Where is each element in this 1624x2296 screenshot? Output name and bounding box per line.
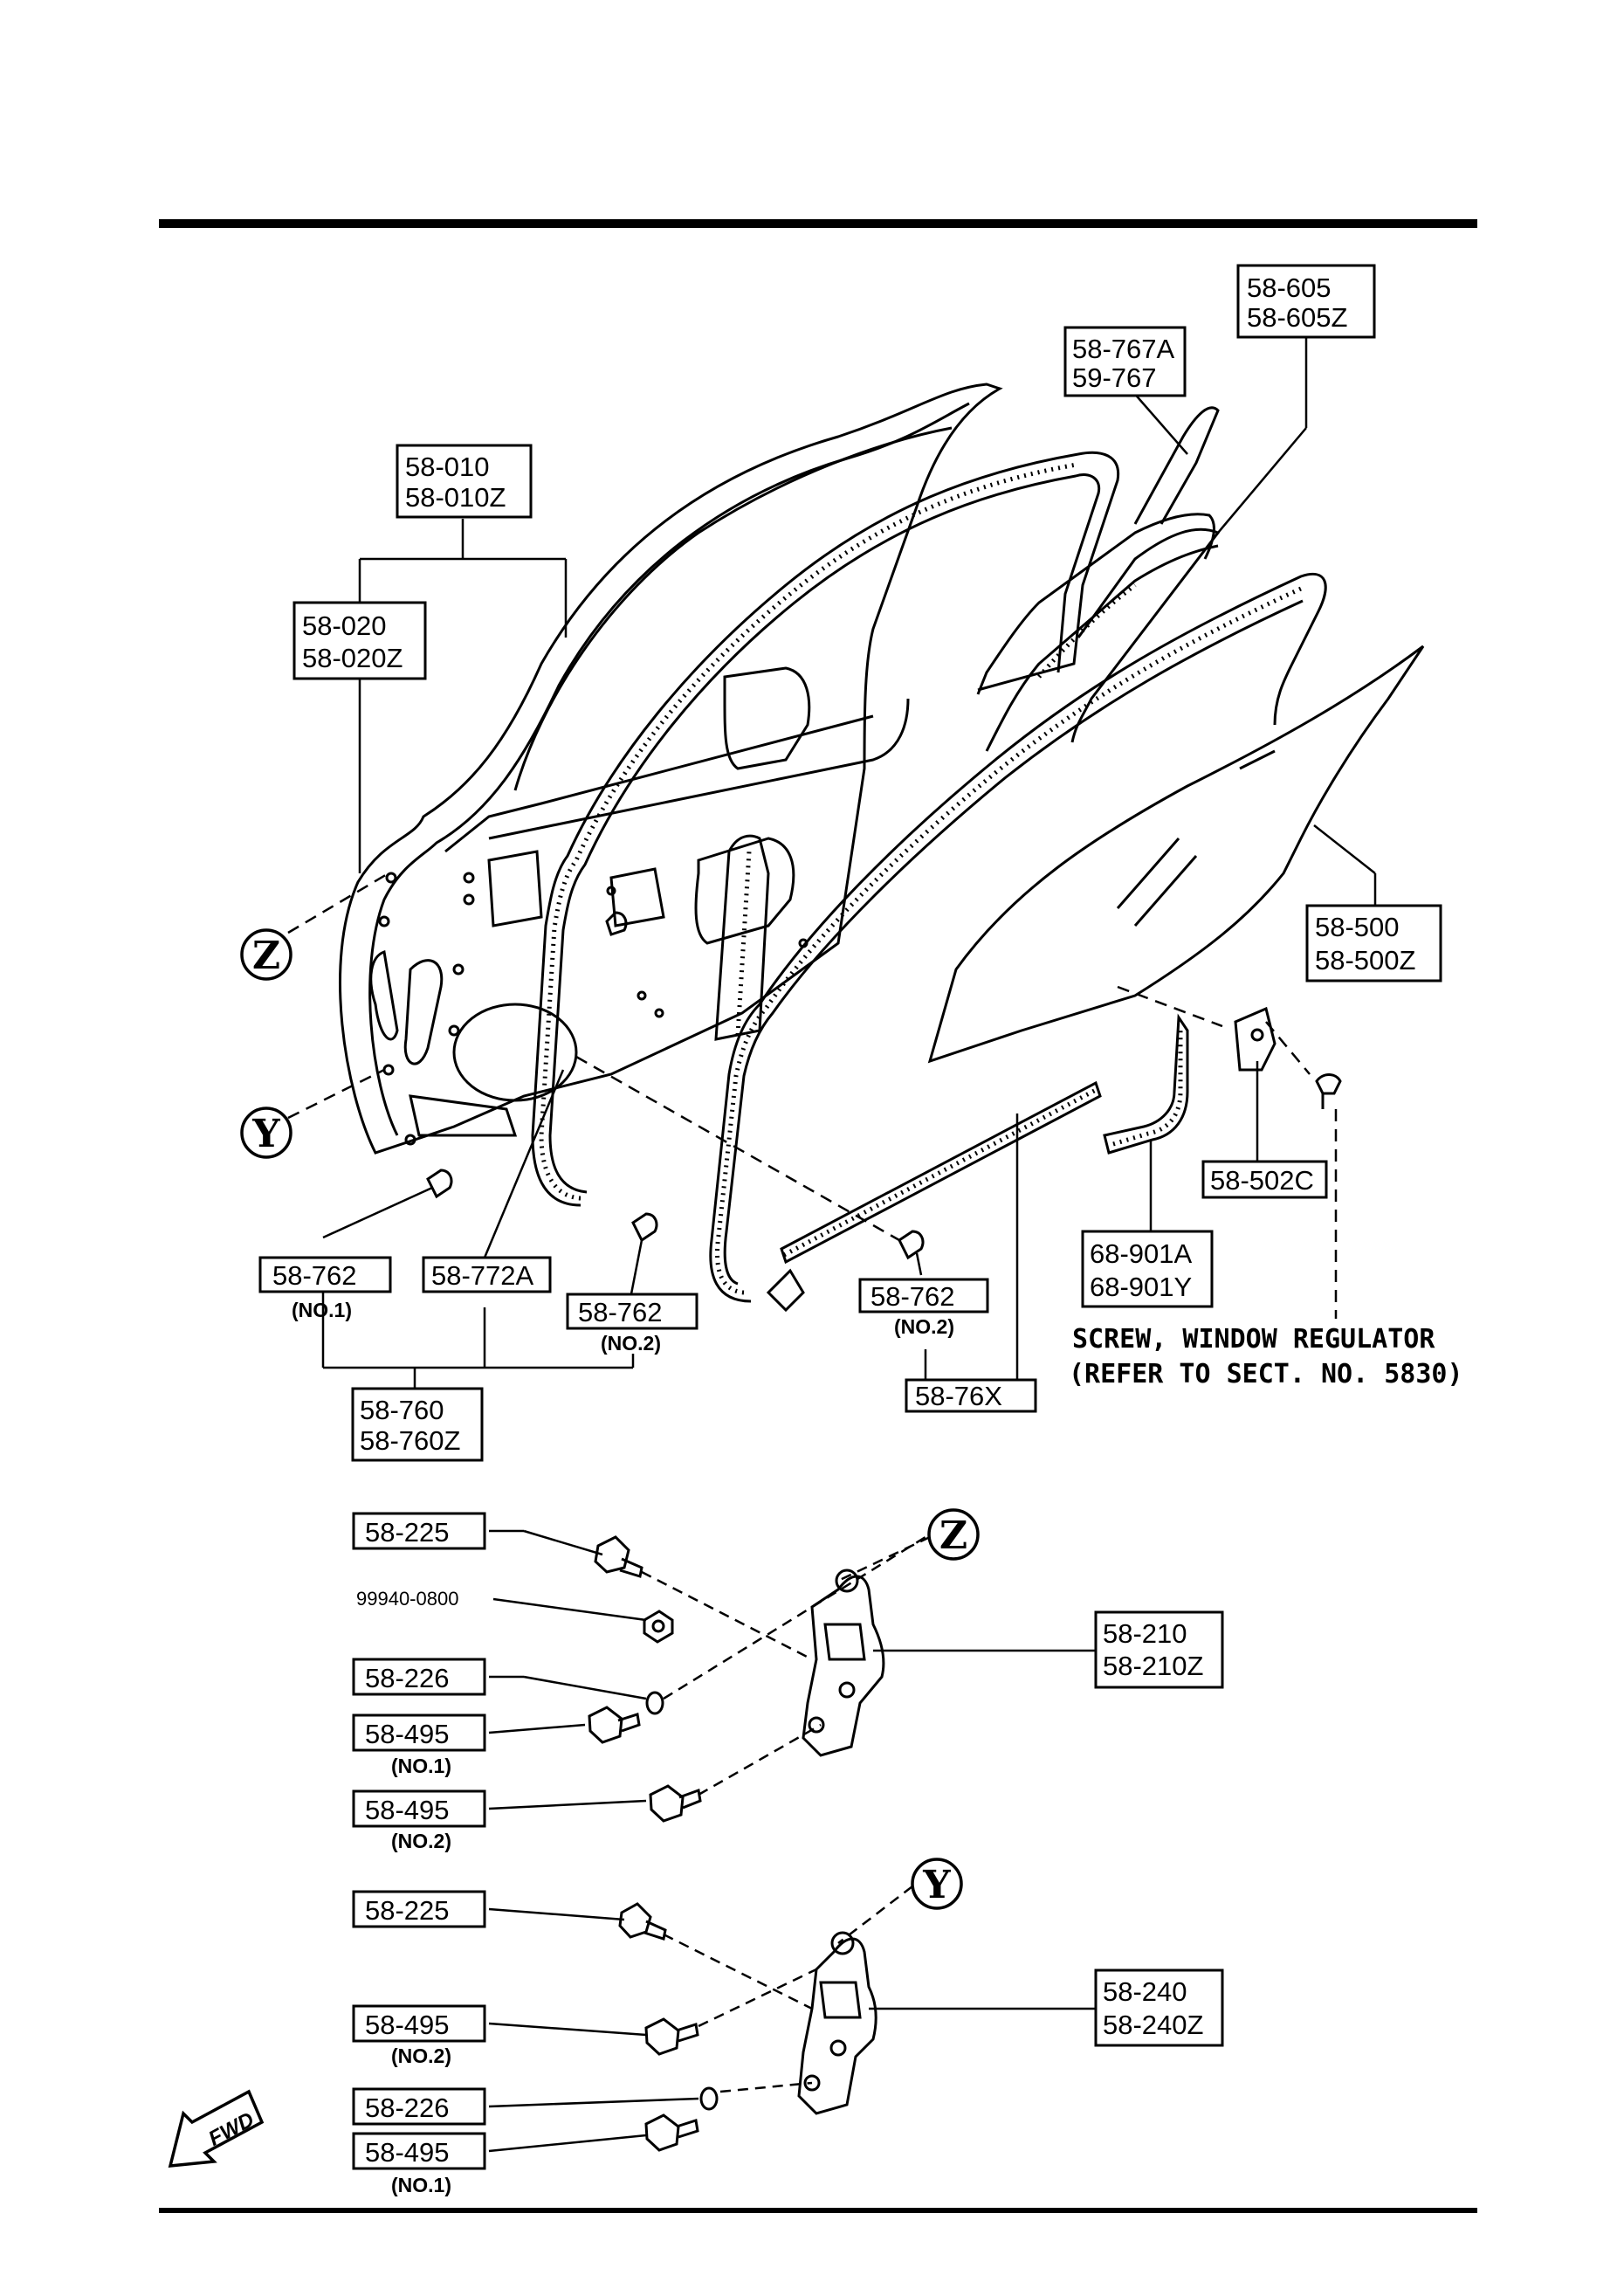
reference-callouts: Z Y Z Y [240, 928, 980, 1910]
label-58-210z: 58-210Z [1103, 1651, 1203, 1681]
label-58-240: 58-240 [1103, 1976, 1187, 2007]
label-58-500: 58-500 [1315, 912, 1400, 942]
leader-lines [321, 323, 1377, 1389]
callout-z-lower: Z [939, 1513, 967, 1558]
hinge-upper-dashed [641, 1535, 931, 1796]
label-58-495-upper-no2: 58-495 [365, 1795, 450, 1825]
label-58-495-lower-no1: 58-495 [365, 2137, 450, 2168]
label-68-901a: 68-901A [1090, 1238, 1193, 1269]
part-labels: 58-605 58-605Z 58-767A 59-767 58-010 58-… [272, 272, 1463, 2196]
label-58-210: 58-210 [1103, 1618, 1187, 1649]
label-58-762-no2-left: 58-762 [578, 1297, 663, 1327]
label-58-767a: 58-767A [1072, 334, 1175, 364]
callout-y-upper: Y [251, 1112, 280, 1156]
sublabel-58-762-no2-left: (NO.2) [601, 1332, 661, 1355]
door-assembly-drawing [339, 383, 1425, 1313]
label-58-226-lower: 58-226 [365, 2093, 450, 2123]
weatherstrip-texture [539, 462, 1303, 1295]
label-58-226-upper: 58-226 [365, 1663, 450, 1693]
label-99940-0800: 99940-0800 [356, 1588, 458, 1610]
label-58-605z: 58-605Z [1247, 302, 1347, 333]
hinge-lower-dashed [663, 1886, 913, 2093]
label-58-762-no1: 58-762 [272, 1260, 357, 1291]
label-58-225-lower: 58-225 [365, 1895, 450, 1926]
sublabel-58-762-no2-right: (NO.2) [894, 1315, 954, 1338]
sublabel-58-495-upper-no1: (NO.1) [391, 1755, 451, 1777]
label-58-760z: 58-760Z [360, 1425, 460, 1456]
hinge-lower-drawing [618, 1902, 877, 2152]
callout-z-upper-circle [240, 928, 292, 981]
callout-z-upper: Z [252, 934, 280, 978]
callout-y-lower-circle [911, 1858, 963, 1910]
dashed-lines [287, 872, 1338, 1319]
label-58-772a: 58-772A [431, 1260, 534, 1291]
label-58-240z: 58-240Z [1103, 2010, 1203, 2040]
sublabel-58-762-no1: (NO.1) [292, 1299, 352, 1321]
hinge-upper-leaders [488, 1529, 1096, 1810]
hinge-upper-drawing [588, 1535, 885, 1823]
label-58-020: 58-020 [302, 610, 387, 641]
sublabel-58-495-lower-no1: (NO.1) [391, 2174, 451, 2196]
sublabel-58-495-upper-no2: (NO.2) [391, 1830, 451, 1852]
label-58-500z: 58-500Z [1315, 945, 1415, 976]
part-label-boxes [258, 264, 1442, 2170]
label-58-502c: 58-502C [1210, 1165, 1314, 1196]
note-line-2: (REFER TO SECT. NO. 5830) [1069, 1359, 1463, 1389]
sublabel-58-495-lower-no2: (NO.2) [391, 2044, 451, 2067]
label-58-010z: 58-010Z [405, 482, 506, 513]
label-58-020z: 58-020Z [302, 643, 403, 673]
label-58-495-upper-no1: 58-495 [365, 1719, 450, 1749]
label-58-010: 58-010 [405, 452, 490, 482]
label-59-767: 59-767 [1072, 362, 1157, 393]
label-58-605: 58-605 [1247, 272, 1332, 303]
label-58-76x: 58-76X [915, 1381, 1002, 1411]
label-58-760: 58-760 [360, 1395, 444, 1425]
callout-z-lower-circle [927, 1508, 980, 1561]
note-line-1: SCREW, WINDOW REGULATOR [1072, 1324, 1435, 1355]
callout-y-upper-circle [240, 1107, 292, 1159]
callout-y-lower: Y [922, 1863, 951, 1907]
label-68-901y: 68-901Y [1090, 1272, 1192, 1302]
fwd-arrow: FWD [168, 2089, 265, 2168]
label-58-495-lower-no2: 58-495 [365, 2010, 450, 2040]
hinge-lower-leaders [488, 1907, 1096, 2153]
label-58-225-upper: 58-225 [365, 1517, 450, 1548]
label-58-762-no2-right: 58-762 [870, 1281, 955, 1312]
